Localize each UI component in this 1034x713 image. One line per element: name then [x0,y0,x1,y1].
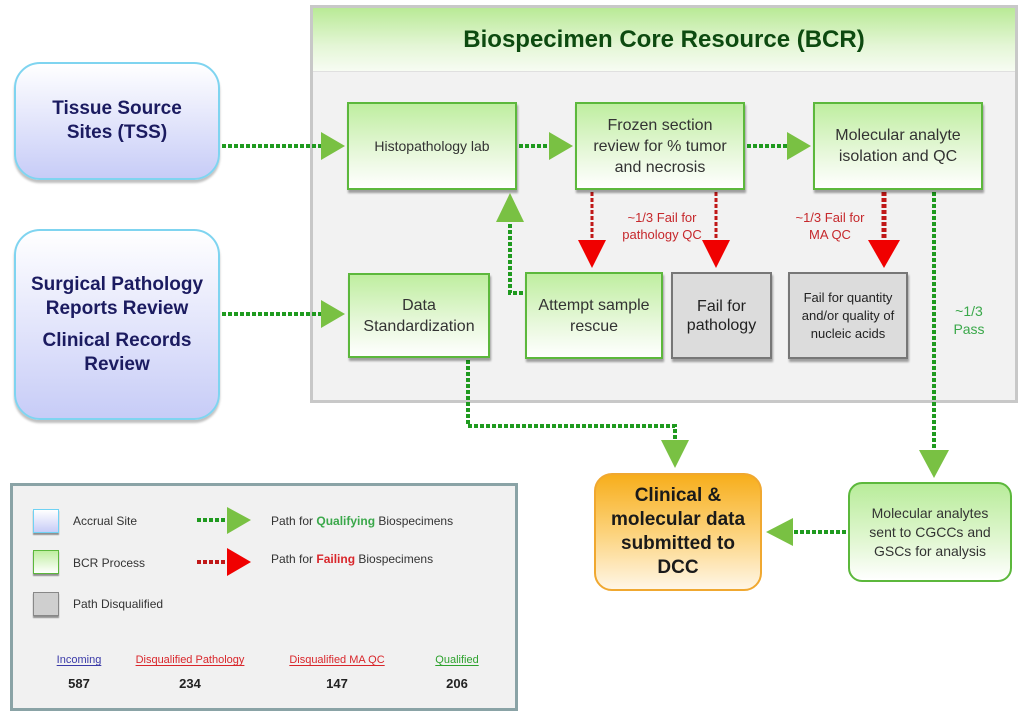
legend-swatch-accrual [33,509,59,533]
process-frozen-section: Frozen section review for % tumor and ne… [575,102,745,190]
legend-label-bcr: BCR Process [73,556,146,570]
disqualified-nucleic: Fail for quantity and/or quality of nucl… [788,272,908,359]
process-data-standardization: Data Standardization [348,273,490,358]
stat-qualified-label: Qualified [435,654,479,666]
output-ma-sent: Molecular analytes sent to CGCCs and GSC… [848,482,1012,582]
accrual-clinical-label: Clinical Records Review [42,329,192,375]
legend-qualifying-emph: Qualifying [316,514,376,528]
stat-disq-maqc-value: 147 [326,676,348,691]
legend-swatch-disqualified [33,592,59,616]
process-data-standardization-label: Data Standardization [363,296,475,335]
bcr-header: Biospecimen Core Resource (BCR) [313,8,1015,72]
legend-label-disqualified: Path Disqualified [73,597,164,611]
legend-qualifying-suffix: Biospecimens [375,514,454,528]
flow-standardization-to-dcc [466,360,677,440]
accrual-tss-label: Tissue Source Sites (TSS) [52,98,182,143]
process-molecular-isolation: Molecular analyte isolation and QC [813,102,983,190]
arrowhead-histopathology [321,132,345,160]
stat-incoming-value: 587 [68,676,90,691]
arrowhead-fail-pathology [702,240,730,268]
arrowhead-rescue-return [496,193,524,222]
arrowhead-ma-sent [919,450,949,478]
accrual-tss: Tissue Source Sites (TSS) [14,62,220,180]
fail-ma-annotation: ~1/3 Fail for MA QC [795,210,865,242]
disqualified-nucleic-label: Fail for quantity and/or quality of nucl… [801,289,895,341]
arrowhead-dcc-left [766,518,793,546]
process-histopathology: Histopathology lab [347,102,517,190]
legend-qualifying-prefix: Path for [271,514,317,528]
arrowhead-rescue [578,240,606,268]
stat-disq-pathology-label: Disqualified Pathology [135,654,245,666]
disqualified-pathology: Fail for pathology [671,272,772,359]
legend-label-accrual: Accrual Site [73,514,138,528]
arrowhead-dcc [661,440,689,468]
legend-path-arrows [197,507,251,576]
legend-failing-arrowhead [227,548,251,576]
fail-pathology-annotation: ~1/3 Fail for pathology QC [622,210,702,242]
legend: Accrual Site BCR Process Path Disqualifi… [10,483,518,711]
accrual-reports-label: Surgical Pathology Reports Review [30,273,204,319]
output-ma-sent-label: Molecular analytes sent to CGCCs and GSC… [869,504,991,559]
legend-qualifying-arrowhead [227,507,251,534]
output-dcc: Clinical & molecular data submitted to D… [594,473,762,591]
pass-annotation: ~1/3 Pass [953,303,985,337]
arrowhead-fail-nucleic [868,240,900,268]
stat-incoming-label: Incoming [56,654,102,666]
stat-qualified-value: 206 [446,676,468,691]
flow-rescue-to-histopathology [508,222,523,295]
legend-qualifying-label: Path for Qualifying Biospecimens [271,514,453,528]
process-histopathology-label: Histopathology lab [374,137,490,154]
process-sample-rescue-label: Attempt sample rescue [538,296,650,335]
arrowhead-molecular [787,132,811,160]
arrowhead-frozen [549,132,573,160]
legend-failing-prefix: Path for [271,552,317,566]
output-dcc-label: Clinical & molecular data submitted to D… [610,485,746,578]
bcr-title: Biospecimen Core Resource (BCR) [463,25,865,53]
process-frozen-section-label: Frozen section review for % tumor and ne… [593,116,727,176]
process-sample-rescue: Attempt sample rescue [525,272,663,359]
process-molecular-isolation-label: Molecular analyte isolation and QC [835,127,961,165]
arrowhead-standardization [321,300,345,328]
stat-disq-pathology-value: 234 [179,676,201,691]
disqualified-pathology-label: Fail for pathology [686,297,757,334]
stat-disq-maqc-label: Disqualified MA QC [289,654,385,666]
legend-failing-suffix: Biospecimens [355,552,434,566]
accrual-records-review: Surgical Pathology Reports Review Clinic… [14,229,220,420]
legend-failing-emph: Failing [316,552,356,566]
legend-failing-label: Path for Failing Biospecimens [271,552,433,566]
legend-swatch-bcr [33,550,59,574]
